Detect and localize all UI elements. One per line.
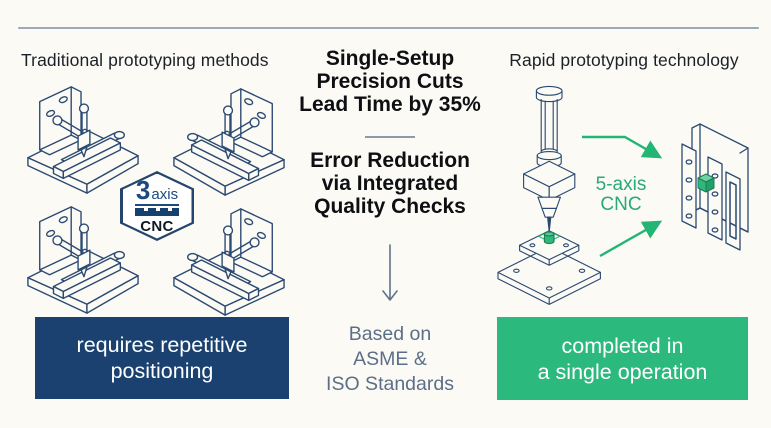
traditional-result-box: requires repetitive positioning	[35, 317, 289, 399]
source-note: Based on ASME & ISO Standards	[300, 322, 480, 397]
five-axis-label: 5-axis CNC	[588, 175, 654, 215]
benefit-line: Error Reduction	[310, 149, 470, 172]
rapid-result-box: completed in a single operation	[497, 317, 748, 400]
benefit-headline: Error Reduction via Integrated Quality C…	[293, 149, 487, 218]
benefit-line: via Integrated	[321, 172, 459, 195]
rapid-result-line: completed in	[561, 333, 684, 358]
benefit-line: Quality Checks	[314, 195, 466, 218]
five-axis-line: CNC	[600, 194, 642, 215]
rapid-result-line: a single operation	[537, 359, 708, 384]
stat-line: Lead Time by 35%	[299, 93, 481, 116]
source-line: ISO Standards	[326, 373, 454, 395]
traditional-result-line: requires repetitive	[76, 333, 248, 357]
finished-part-illustration	[681, 123, 749, 251]
center-divider-line	[365, 136, 415, 138]
down-arrow-icon	[382, 244, 398, 301]
rapid-heading: Rapid prototyping technology	[509, 50, 739, 70]
fixture-3axis-illustration	[27, 86, 139, 194]
five-axis-line: 5-axis	[595, 174, 647, 195]
source-line: Based on	[348, 323, 432, 345]
traditional-heading: Traditional prototyping methods	[21, 50, 269, 70]
flow-arrows-icon	[582, 135, 663, 258]
badge-cnc-label: CNC	[140, 217, 174, 235]
badge-axis-number: 3	[135, 174, 151, 205]
stat-headline: Single-Setup Precision Cuts Lead Time by…	[293, 47, 487, 116]
stat-line: Precision Cuts	[316, 70, 464, 93]
traditional-result-line: positioning	[110, 359, 214, 383]
source-line: ASME &	[353, 348, 427, 370]
fixture-3axis-illustration	[173, 88, 285, 196]
ruler-icon	[135, 207, 179, 216]
badge-axis-word: axis	[151, 185, 179, 203]
top-divider-line	[18, 27, 759, 29]
stat-line: Single-Setup	[325, 47, 455, 70]
